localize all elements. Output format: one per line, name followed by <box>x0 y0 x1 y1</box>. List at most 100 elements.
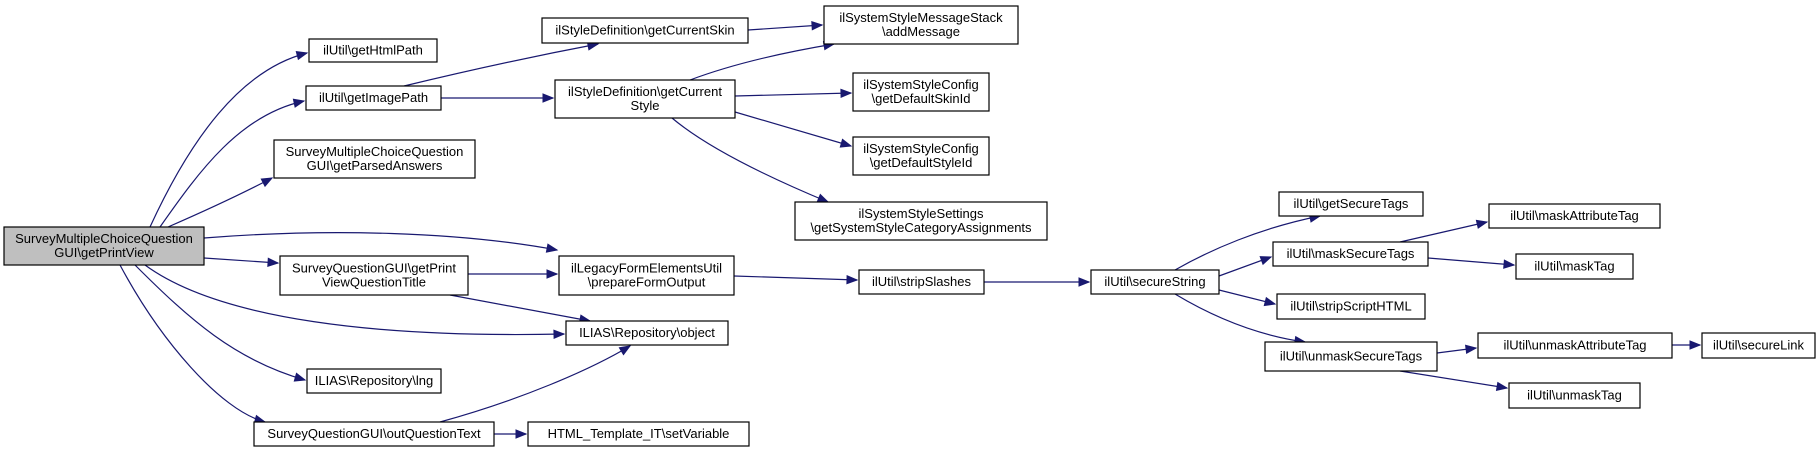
node-label-line: ilStyleDefinition\getCurrentSkin <box>555 23 734 38</box>
node-getDefaultSkinId[interactable]: ilSystemStyleConfig\getDefaultSkinId <box>852 72 990 112</box>
node-secureString[interactable]: ilUtil\secureString <box>1090 269 1220 295</box>
arrowhead-icon <box>295 51 309 61</box>
node-stripSlashes[interactable]: ilUtil\stripSlashes <box>858 269 985 295</box>
edge-unmaskSecureTags-to-unmaskTag <box>1399 370 1509 392</box>
node-label-line: GUI\getParsedAnswers <box>307 158 443 173</box>
node-box <box>1278 191 1424 217</box>
node-box <box>852 72 990 112</box>
node-getSecureTags[interactable]: ilUtil\getSecureTags <box>1278 191 1424 217</box>
arrowhead-icon <box>811 20 824 31</box>
arrowhead-icon <box>618 345 632 356</box>
node-box <box>541 17 749 44</box>
node-getHtmlPath[interactable]: ilUtil\getHtmlPath <box>308 38 438 63</box>
node-maskAttributeTag[interactable]: ilUtil\maskAttributeTag <box>1488 203 1661 229</box>
node-label-line: Style <box>631 98 660 113</box>
arrowhead-icon <box>293 372 307 382</box>
edge-prepareFormOutput-to-stripSlashes <box>733 274 859 285</box>
node-box <box>1264 341 1438 372</box>
node-label-line: ilUtil\getHtmlPath <box>323 43 423 58</box>
edge-root-to-getImagePath <box>159 98 306 228</box>
node-label-line: SurveyMultipleChoiceQuestion <box>15 231 193 246</box>
node-addMessage[interactable]: ilSystemStyleMessageStack\addMessage <box>823 5 1019 45</box>
node-label-line: ILIAS\Repository\lng <box>315 373 434 388</box>
edge-getCurrentStyle-to-getDefaultSkinId <box>734 88 853 99</box>
edge-line <box>1174 293 1306 343</box>
edge-outQuestionText-to-setVariable <box>494 429 528 439</box>
node-label-line: ilSystemStyleConfig <box>863 141 979 156</box>
node-getDefaultStyleId[interactable]: ilSystemStyleConfig\getDefaultStyleId <box>852 136 990 176</box>
node-label-line: ViewQuestionTitle <box>322 275 426 290</box>
node-box <box>565 320 729 346</box>
edge-root-to-getParsedAnswers <box>167 177 274 228</box>
node-maskTag[interactable]: ilUtil\maskTag <box>1515 253 1634 280</box>
edge-root-to-getHtmlPath <box>149 51 309 228</box>
arrowhead-icon <box>846 274 859 285</box>
node-box <box>308 38 438 63</box>
node-box <box>1090 269 1220 295</box>
node-stripScriptHTML[interactable]: ilUtil\stripScriptHTML <box>1276 293 1426 320</box>
node-getSystemStyleCategoryAssignments[interactable]: ilSystemStyleSettings\getSystemStyleCate… <box>794 201 1048 241</box>
node-label-line: ilUtil\unmaskTag <box>1527 388 1622 403</box>
node-box <box>273 139 476 179</box>
node-getImagePath[interactable]: ilUtil\getImagePath <box>305 85 442 111</box>
node-maskSecureTags[interactable]: ilUtil\maskSecureTags <box>1272 241 1429 267</box>
node-setVariable[interactable]: HTML_Template_IT\setVariable <box>527 421 750 447</box>
node-label-line: ILIAS\Repository\object <box>579 325 715 340</box>
node-getPrintViewQuestionTitle[interactable]: SurveyQuestionGUI\getPrintViewQuestionTi… <box>279 255 469 296</box>
edge-line <box>134 264 306 381</box>
edge-line <box>203 232 558 251</box>
node-getParsedAnswers[interactable]: SurveyMultipleChoiceQuestionGUI\getParse… <box>273 139 476 179</box>
node-unmaskTag[interactable]: ilUtil\unmaskTag <box>1508 382 1641 409</box>
node-label-line: ilUtil\maskTag <box>1534 259 1614 274</box>
node-object[interactable]: ILIAS\Repository\object <box>565 320 729 346</box>
node-box <box>253 421 495 447</box>
edge-unmaskAttributeTag-to-secureLink <box>1672 340 1702 350</box>
node-label-line: ilUtil\stripScriptHTML <box>1290 299 1411 314</box>
node-unmaskSecureTags[interactable]: ilUtil\unmaskSecureTags <box>1264 341 1438 372</box>
node-box <box>858 269 985 295</box>
arrowhead-icon <box>1495 381 1509 392</box>
node-prepareFormOutput[interactable]: ilLegacyFormElementsUtil\prepareFormOutp… <box>558 255 735 296</box>
node-secureLink[interactable]: ilUtil\secureLink <box>1701 332 1816 359</box>
edge-secureString-to-maskSecureTags <box>1218 256 1273 277</box>
arrowhead-icon <box>1689 340 1702 350</box>
node-label-line: ilUtil\unmaskAttributeTag <box>1503 338 1646 353</box>
node-label-line: HTML_Template_IT\setVariable <box>548 426 730 441</box>
edge-maskSecureTags-to-maskTag <box>1427 257 1516 269</box>
arrowhead-icon <box>816 193 830 203</box>
node-box <box>554 79 736 119</box>
edge-line <box>1399 370 1508 389</box>
node-label-line: ilUtil\maskSecureTags <box>1287 246 1415 261</box>
edge-getCurrentStyle-to-getDefaultStyleId <box>734 111 853 148</box>
node-label-line: ilUtil\secureLink <box>1713 338 1805 353</box>
node-outQuestionText[interactable]: SurveyQuestionGUI\outQuestionText <box>253 421 495 447</box>
node-label-line: \getDefaultSkinId <box>871 91 970 106</box>
edge-line <box>689 43 835 81</box>
edge-line <box>149 52 308 228</box>
edge-getCurrentStyle-to-getSystemStyleCategoryAssignments <box>671 117 830 203</box>
node-label-line: SurveyQuestionGUI\getPrint <box>292 261 456 276</box>
arrowhead-icon <box>1259 256 1273 266</box>
arrowhead-icon <box>545 243 559 253</box>
node-label-line: ilSystemStyleSettings <box>859 206 984 221</box>
arrowhead-icon <box>1263 296 1277 307</box>
node-root[interactable]: SurveyMultipleChoiceQuestionGUI\getPrint… <box>3 226 205 266</box>
node-label-line: ilUtil\getSecureTags <box>1294 196 1409 211</box>
node-box <box>306 368 442 394</box>
node-box <box>1515 253 1634 280</box>
node-box <box>1477 332 1673 359</box>
edge-line <box>734 111 852 147</box>
node-box <box>852 136 990 176</box>
node-label-line: ilUtil\secureString <box>1104 274 1205 289</box>
node-box <box>305 85 442 111</box>
edge-secureString-to-stripScriptHTML <box>1218 289 1277 307</box>
edge-line <box>439 345 631 423</box>
edge-line <box>403 43 599 87</box>
node-unmaskAttributeTag[interactable]: ilUtil\unmaskAttributeTag <box>1477 332 1673 359</box>
node-label-line: ilUtil\maskAttributeTag <box>1510 208 1639 223</box>
arrowhead-icon <box>1503 259 1516 269</box>
node-getCurrentSkin[interactable]: ilStyleDefinition\getCurrentSkin <box>541 17 749 44</box>
node-lng[interactable]: ILIAS\Repository\lng <box>306 368 442 394</box>
node-label-line: ilUtil\unmaskSecureTags <box>1280 349 1423 364</box>
